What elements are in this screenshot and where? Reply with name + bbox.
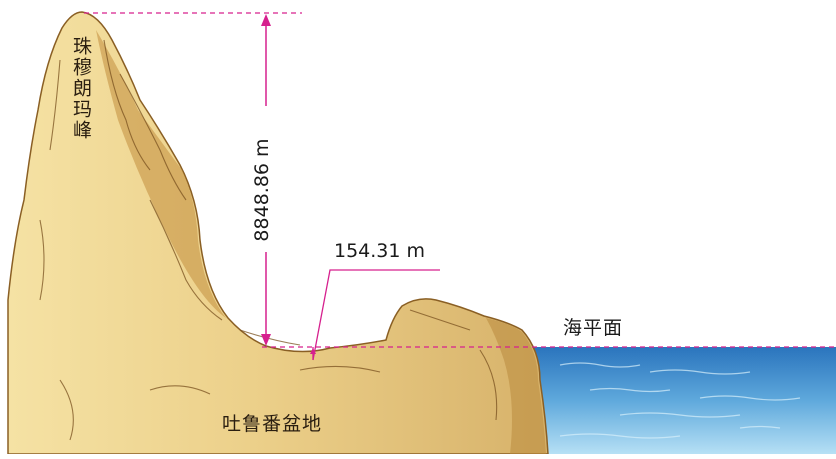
basin-right-shadow (486, 318, 546, 454)
sea-level-label: 海平面 (563, 317, 624, 339)
basin-depth-dimension (310, 269, 440, 361)
basin-name-label: 吐鲁番盆地 (222, 413, 323, 435)
sea (520, 347, 836, 454)
peak-height-dimension (261, 14, 271, 346)
rock-cracks (39, 39, 498, 441)
mountain-shadow (96, 30, 226, 318)
peak-name-label: 珠穆朗玛峰 (70, 36, 92, 141)
sea-ripples (559, 362, 801, 439)
basin-depth-label: 154.31 m (334, 240, 426, 262)
peak-height-label: 8848.86 m (251, 138, 273, 242)
